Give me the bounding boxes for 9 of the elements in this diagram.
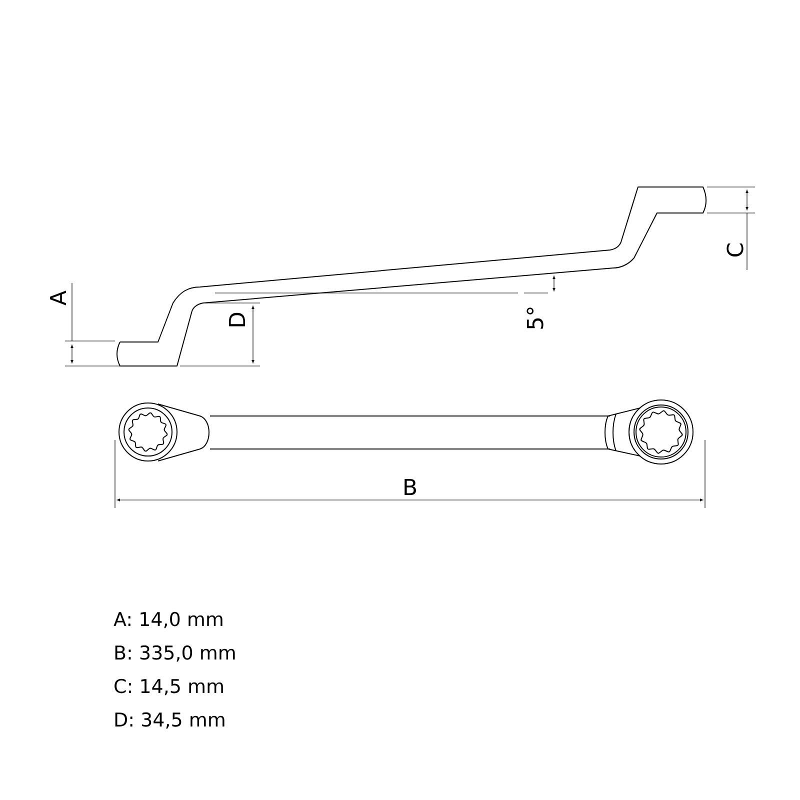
specification-text: A: 14,0 mm <box>114 612 222 628</box>
specification-text: C: 14,5 mm <box>114 678 223 696</box>
dimension-label: C <box>726 244 744 256</box>
dimension-label: A <box>50 290 66 306</box>
dimension-label: 5° <box>526 308 544 329</box>
specification-text: D: 34,5 mm <box>115 712 224 729</box>
dimension-label: D <box>228 312 246 326</box>
dimension-label: B <box>404 478 416 496</box>
specification-text: B: 335,0 mm <box>115 645 235 662</box>
